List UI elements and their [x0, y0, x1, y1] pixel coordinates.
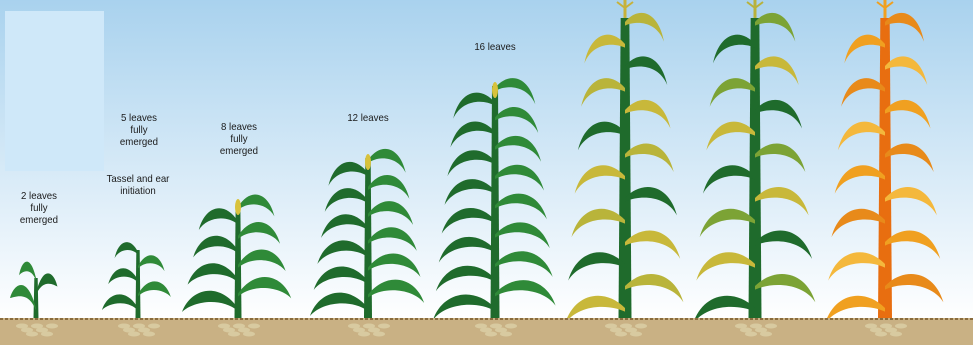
root-tuft	[615, 332, 627, 337]
root-tuft	[148, 324, 160, 329]
label-line: emerged	[12, 214, 65, 226]
root-tuft	[41, 332, 53, 337]
root-tuft	[485, 332, 497, 337]
label-stage-5-leaves: 5 leaves fully emerged	[110, 112, 167, 148]
label-line: emerged	[210, 145, 267, 157]
label-line: 8 leaves	[210, 121, 267, 133]
label-stage-12-leaves: 12 leaves	[338, 112, 399, 124]
label-line: 16 leaves	[465, 41, 526, 53]
root-tuft	[228, 332, 240, 337]
root-tuft	[378, 324, 390, 329]
corner-patch	[5, 11, 104, 171]
root-tuft	[26, 332, 38, 337]
label-line: fully	[210, 133, 267, 145]
root-tuft	[128, 332, 140, 337]
label-line: emerged	[110, 136, 167, 148]
root-tuft	[630, 332, 642, 337]
root-tuft	[248, 324, 260, 329]
root-tuft	[505, 324, 517, 329]
label-line: Tassel and ear	[99, 173, 176, 185]
root-tuft	[373, 332, 385, 337]
root-tuft	[745, 332, 757, 337]
root-tuft	[895, 324, 907, 329]
root-tuft	[760, 332, 772, 337]
root-tuft	[143, 332, 155, 337]
root-tuft	[765, 324, 777, 329]
corn-whorl-bud	[235, 199, 241, 215]
label-stage-8-leaves: 8 leaves fully emerged	[210, 121, 267, 157]
label-line: fully	[12, 202, 65, 214]
root-tuft	[875, 332, 887, 337]
label-stage-16-leaves: 16 leaves	[465, 41, 526, 53]
label-line: 2 leaves	[12, 190, 65, 202]
corn-stalk	[491, 86, 500, 318]
ground-strip	[0, 318, 973, 345]
root-tuft	[890, 332, 902, 337]
root-tuft	[46, 324, 58, 329]
label-tassel-ear-initiation: Tassel and ear initiation	[99, 173, 176, 197]
root-tuft	[358, 332, 370, 337]
root-tuft	[635, 324, 647, 329]
root-tuft	[243, 332, 255, 337]
label-line: fully	[110, 124, 167, 136]
label-line: initiation	[99, 185, 176, 197]
corn-whorl-bud	[365, 154, 371, 170]
corn-stalk	[34, 278, 39, 318]
root-tuft	[500, 332, 512, 337]
label-stage-2-leaves: 2 leaves fully emerged	[12, 190, 65, 226]
label-line: 5 leaves	[110, 112, 167, 124]
corn-whorl-bud	[492, 82, 498, 98]
label-line: 12 leaves	[338, 112, 399, 124]
